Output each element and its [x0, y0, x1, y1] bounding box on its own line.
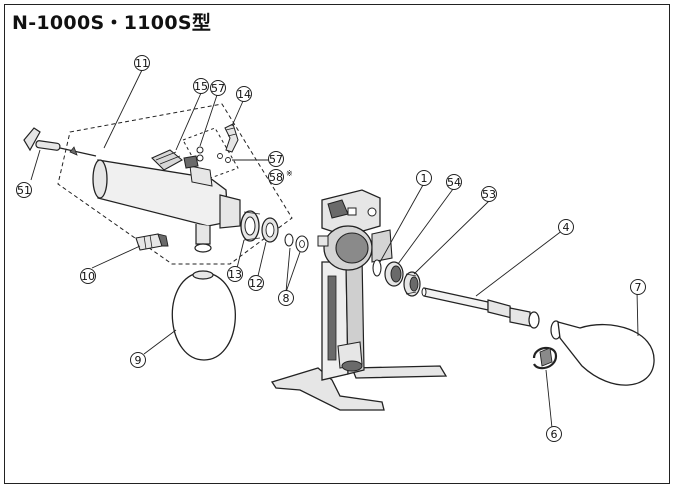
svg-text:10: 10	[81, 270, 95, 283]
callout-15: 15	[193, 78, 209, 94]
part-10-knob	[135, 233, 169, 251]
callout-51: 51	[16, 182, 32, 198]
leader-lines	[30, 69, 639, 429]
svg-text:7: 7	[635, 281, 642, 294]
svg-text:54: 54	[447, 176, 461, 189]
part-9-bulb	[171, 270, 236, 361]
part-14-spring-valve	[217, 123, 239, 163]
callout-57-top: 57	[210, 80, 226, 96]
callout-54: 54	[446, 174, 462, 190]
svg-text:8: 8	[283, 292, 290, 305]
diagram-title: N-1000S・1100S型	[12, 12, 212, 34]
callout-1: 1	[416, 170, 432, 186]
callout-4: 4	[558, 219, 574, 235]
stand-assembly	[270, 189, 448, 411]
callout-9: 9	[130, 352, 146, 368]
part-11-main-body	[92, 159, 241, 253]
callout-8: 8	[278, 290, 294, 306]
callout-10: 10	[80, 268, 96, 284]
svg-text:51: 51	[17, 184, 31, 197]
svg-text:9: 9	[135, 354, 142, 367]
part-1-gasket	[372, 259, 382, 277]
part-13-nut	[240, 210, 261, 242]
svg-text:1: 1	[421, 172, 428, 185]
callout-6: 6	[546, 426, 562, 442]
sub-assembly-boundary-dashed	[182, 127, 239, 181]
part-15-valve	[151, 149, 199, 171]
part-12-washer	[261, 217, 279, 243]
svg-text:6: 6	[551, 428, 558, 441]
part-7-flask	[550, 320, 655, 386]
svg-text:13: 13	[228, 268, 242, 281]
part-6-clip	[532, 346, 558, 370]
svg-text:53: 53	[482, 188, 496, 201]
callout-58: 58 ※	[268, 169, 293, 185]
svg-text:15: 15	[194, 80, 208, 93]
part-57-oring	[196, 146, 204, 162]
assembly-boundary-dashed	[57, 103, 293, 265]
part-54-ring	[384, 261, 404, 287]
svg-text:11: 11	[135, 57, 149, 70]
callout-7: 7	[630, 279, 646, 295]
svg-text:57: 57	[269, 153, 283, 166]
svg-text:※: ※	[286, 169, 293, 178]
svg-text:58: 58	[269, 171, 283, 184]
svg-text:4: 4	[563, 221, 570, 234]
part-51-cap	[23, 127, 97, 157]
callout-12: 12	[248, 275, 264, 291]
callout-53: 53	[481, 186, 497, 202]
callout-14: 14	[236, 86, 252, 102]
part-4-tube	[421, 287, 540, 329]
part-8-washers	[284, 233, 309, 253]
svg-text:12: 12	[249, 277, 263, 290]
callout-57-right: 57	[268, 151, 284, 167]
svg-text:14: 14	[237, 88, 251, 101]
callout-13: 13	[227, 266, 243, 282]
svg-text:57: 57	[211, 82, 225, 95]
part-53-nut	[403, 271, 421, 297]
callout-11: 11	[134, 55, 150, 71]
